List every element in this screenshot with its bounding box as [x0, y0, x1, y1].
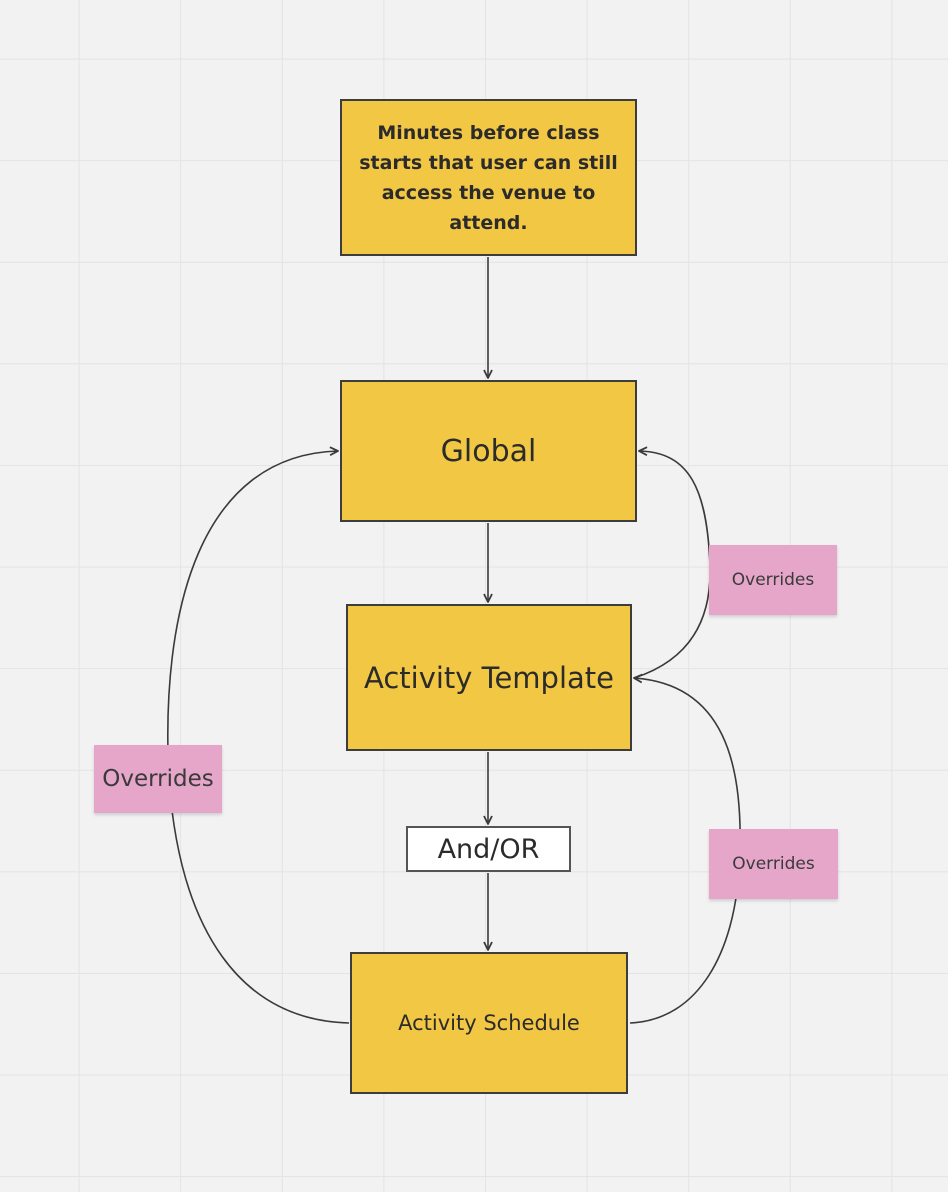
note-text: Minutes before class starts that user ca…	[359, 121, 618, 234]
sticky-note-text: Overrides	[732, 854, 815, 874]
sticky-note-text: Overrides	[102, 766, 214, 792]
node-and-or-label: And/OR	[437, 833, 540, 865]
node-global-label: Global	[440, 433, 537, 469]
sticky-note-text: Overrides	[731, 570, 815, 590]
sticky-note-overrides-right-bottom[interactable]: Overrides	[709, 829, 838, 899]
note-minutes-before-class[interactable]: Minutes before class starts that user ca…	[340, 99, 637, 256]
sticky-note-overrides-right-top[interactable]: Overrides	[709, 545, 837, 615]
arrow-template-overrides-global[interactable]	[633, 446, 711, 679]
node-and-or[interactable]: And/OR	[406, 826, 571, 872]
node-activity-template-label: Activity Template	[364, 660, 614, 695]
node-global[interactable]: Global	[340, 380, 637, 522]
arrow-schedule-overrides-global[interactable]	[166, 446, 350, 1024]
sticky-note-overrides-left[interactable]: Overrides	[94, 745, 222, 813]
node-activity-template[interactable]: Activity Template	[346, 604, 632, 751]
node-activity-schedule-label: Activity Schedule	[398, 1011, 580, 1035]
node-activity-schedule[interactable]: Activity Schedule	[350, 952, 628, 1094]
